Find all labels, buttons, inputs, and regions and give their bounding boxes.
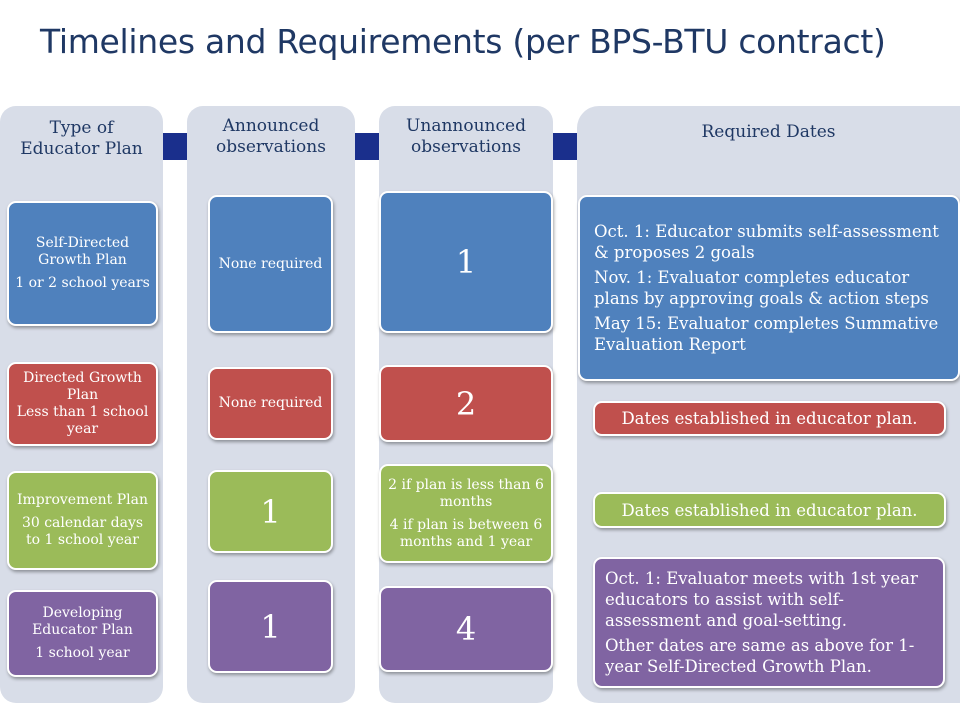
date-item: Other dates are same as above for 1-year… [605, 636, 915, 676]
column-header-announced: Announced observations [216, 116, 326, 157]
date-item-text: Oct. 1: Evaluator meets with 1st year ed… [605, 569, 918, 630]
unannounced-directed-growth: 2 [379, 365, 553, 442]
dates-directed-growth: Dates established in educator plan. [593, 401, 946, 436]
dates-self-directed: Oct. 1: Educator submits self-assessment… [578, 195, 960, 381]
page-title: Timelines and Requirements (per BPS-BTU … [40, 22, 886, 61]
plan-name: Directed Growth Plan [23, 370, 142, 403]
column-header-required-dates: Required Dates [701, 122, 836, 142]
plan-improvement: Improvement Plan 30 calendar days to 1 s… [7, 471, 158, 570]
date-item: May 15: Evaluator completes Summative Ev… [594, 314, 939, 354]
announced-self-directed: None required [208, 195, 333, 333]
column-required-dates: Required Dates Oct. 1: Educator submits … [577, 106, 960, 703]
dates-improvement: Dates established in educator plan. [593, 492, 946, 528]
column-announced: Announced observations None required Non… [187, 106, 355, 703]
announced-developing: 1 [208, 580, 333, 673]
unannounced-short-plan: 2 if plan is less than 6 months [388, 476, 544, 510]
column-header-plan-type: Type of Educator Plan [20, 118, 143, 159]
plan-duration: 1 school year [35, 645, 130, 661]
date-item: Oct. 1: Evaluator meets with 1st year ed… [605, 568, 933, 631]
plan-self-directed: Self-Directed Growth Plan 1 or 2 school … [7, 201, 158, 326]
plan-name: Improvement Plan [17, 492, 148, 508]
column-header-unannounced: Unannounced observations [406, 116, 526, 157]
date-item: Nov. 1: Evaluator completes educator pla… [594, 268, 929, 308]
unannounced-long-plan: 4 if plan is between 6 months and 1 year [389, 516, 543, 550]
column-unannounced: Unannounced observations 1 2 2 if plan i… [379, 106, 553, 703]
announced-directed-growth: None required [208, 367, 333, 440]
unannounced-developing: 4 [379, 586, 553, 672]
plan-developing-educator: Developing Educator Plan 1 school year [7, 590, 158, 677]
column-plan-type: Type of Educator Plan Self-Directed Grow… [0, 106, 163, 703]
plan-duration: 30 calendar days to 1 school year [21, 515, 144, 548]
dates-developing: Oct. 1: Evaluator meets with 1st year ed… [593, 557, 945, 688]
unannounced-improvement: 2 if plan is less than 6 months 4 if pla… [379, 464, 553, 563]
announced-improvement: 1 [208, 470, 333, 553]
plan-duration: Less than 1 school year [16, 404, 149, 437]
plan-name: Self-Directed Growth Plan [35, 235, 130, 268]
plan-name: Developing Educator Plan [32, 605, 133, 638]
unannounced-self-directed: 1 [379, 191, 553, 333]
date-item: Oct. 1: Educator submits self-assessment… [594, 222, 939, 262]
plan-directed-growth: Directed Growth Plan Less than 1 school … [7, 362, 158, 446]
plan-duration: 1 or 2 school years [15, 275, 150, 291]
